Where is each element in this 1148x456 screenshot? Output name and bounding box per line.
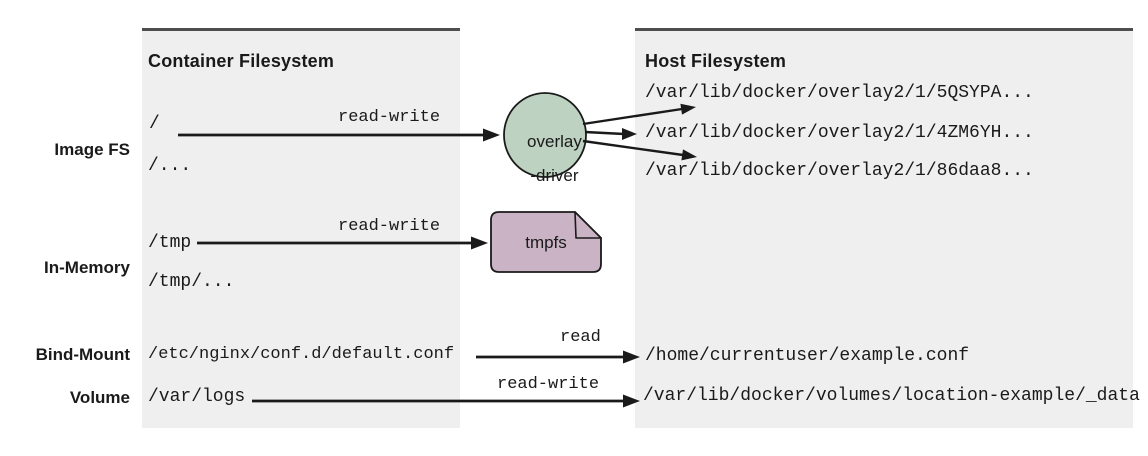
row-label-image-fs: Image FS — [54, 140, 130, 159]
container-bind-mount-path: /etc/nginx/conf.d/default.conf — [148, 345, 455, 364]
image-fs-arrow-label: read-write — [338, 108, 441, 127]
container-panel-title: Container Filesystem — [148, 51, 335, 71]
bind-mount-arrow-label: read — [560, 328, 601, 347]
overlay-driver-label-line1: overlay — [527, 132, 582, 151]
container-root-path: / — [149, 114, 160, 134]
host-filesystem-panel — [635, 28, 1133, 428]
tmpfs-arrow-label: read-write — [338, 217, 441, 236]
tmpfs-arrowhead-icon — [471, 236, 488, 250]
host-overlay-layer-path-3: /var/lib/docker/overlay2/1/86daa8... — [645, 161, 1034, 181]
container-root-more-path: /... — [148, 156, 192, 176]
row-label-volume: Volume — [69, 388, 130, 407]
container-filesystem-panel — [142, 28, 460, 428]
host-panel-title: Host Filesystem — [645, 51, 787, 71]
container-tmp-more-path: /tmp/... — [148, 272, 235, 292]
host-bind-mount-target-path: /home/currentuser/example.conf — [645, 346, 970, 366]
row-label-in-memory: In-Memory — [44, 258, 130, 277]
overlay-driver-label: overlay -driver — [490, 116, 600, 201]
volume-arrow-label: read-write — [497, 375, 600, 394]
overlay-driver-label-line2: -driver — [530, 166, 579, 185]
host-volume-target-path: /var/lib/docker/volumes/location-example… — [643, 386, 1140, 406]
tmpfs-label: tmpfs — [525, 233, 567, 252]
host-overlay-layer-path-1: /var/lib/docker/overlay2/1/5QSYPA... — [645, 83, 1034, 103]
host-overlay-layer-path-2: /var/lib/docker/overlay2/1/4ZM6YH... — [645, 123, 1034, 143]
row-label-bind-mount: Bind-Mount — [35, 345, 130, 364]
container-volume-path: /var/logs — [148, 387, 246, 407]
container-tmp-path: /tmp — [148, 233, 192, 253]
